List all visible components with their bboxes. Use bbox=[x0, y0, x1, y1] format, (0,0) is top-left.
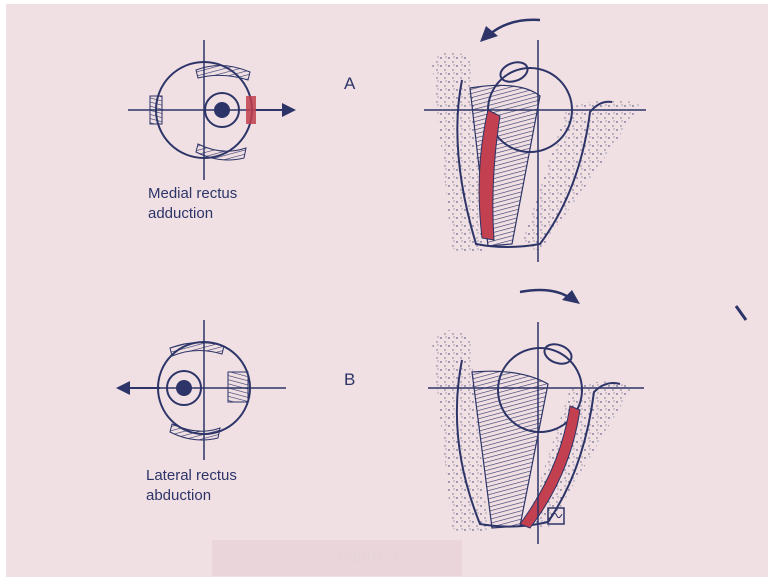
lateral-rectus-a bbox=[150, 96, 162, 124]
panel-a-caption-line1: Medial rectus bbox=[148, 184, 237, 204]
pupil-a bbox=[214, 102, 230, 118]
panel-b-caption-line1: Lateral rectus bbox=[146, 466, 237, 486]
medial-rectus-b bbox=[228, 372, 248, 402]
medial-rectus-highlight-a bbox=[246, 96, 256, 124]
figure-label-tab bbox=[212, 540, 462, 576]
paper-background bbox=[6, 4, 768, 577]
panel-b-caption-line2: abduction bbox=[146, 486, 211, 506]
pupil-b bbox=[176, 380, 192, 396]
panel-b-letter: B bbox=[344, 370, 355, 390]
panel-a-letter: A bbox=[344, 74, 355, 94]
panel-a-caption-line2: adduction bbox=[148, 204, 213, 224]
figure-label: Figure 1 bbox=[338, 548, 400, 565]
